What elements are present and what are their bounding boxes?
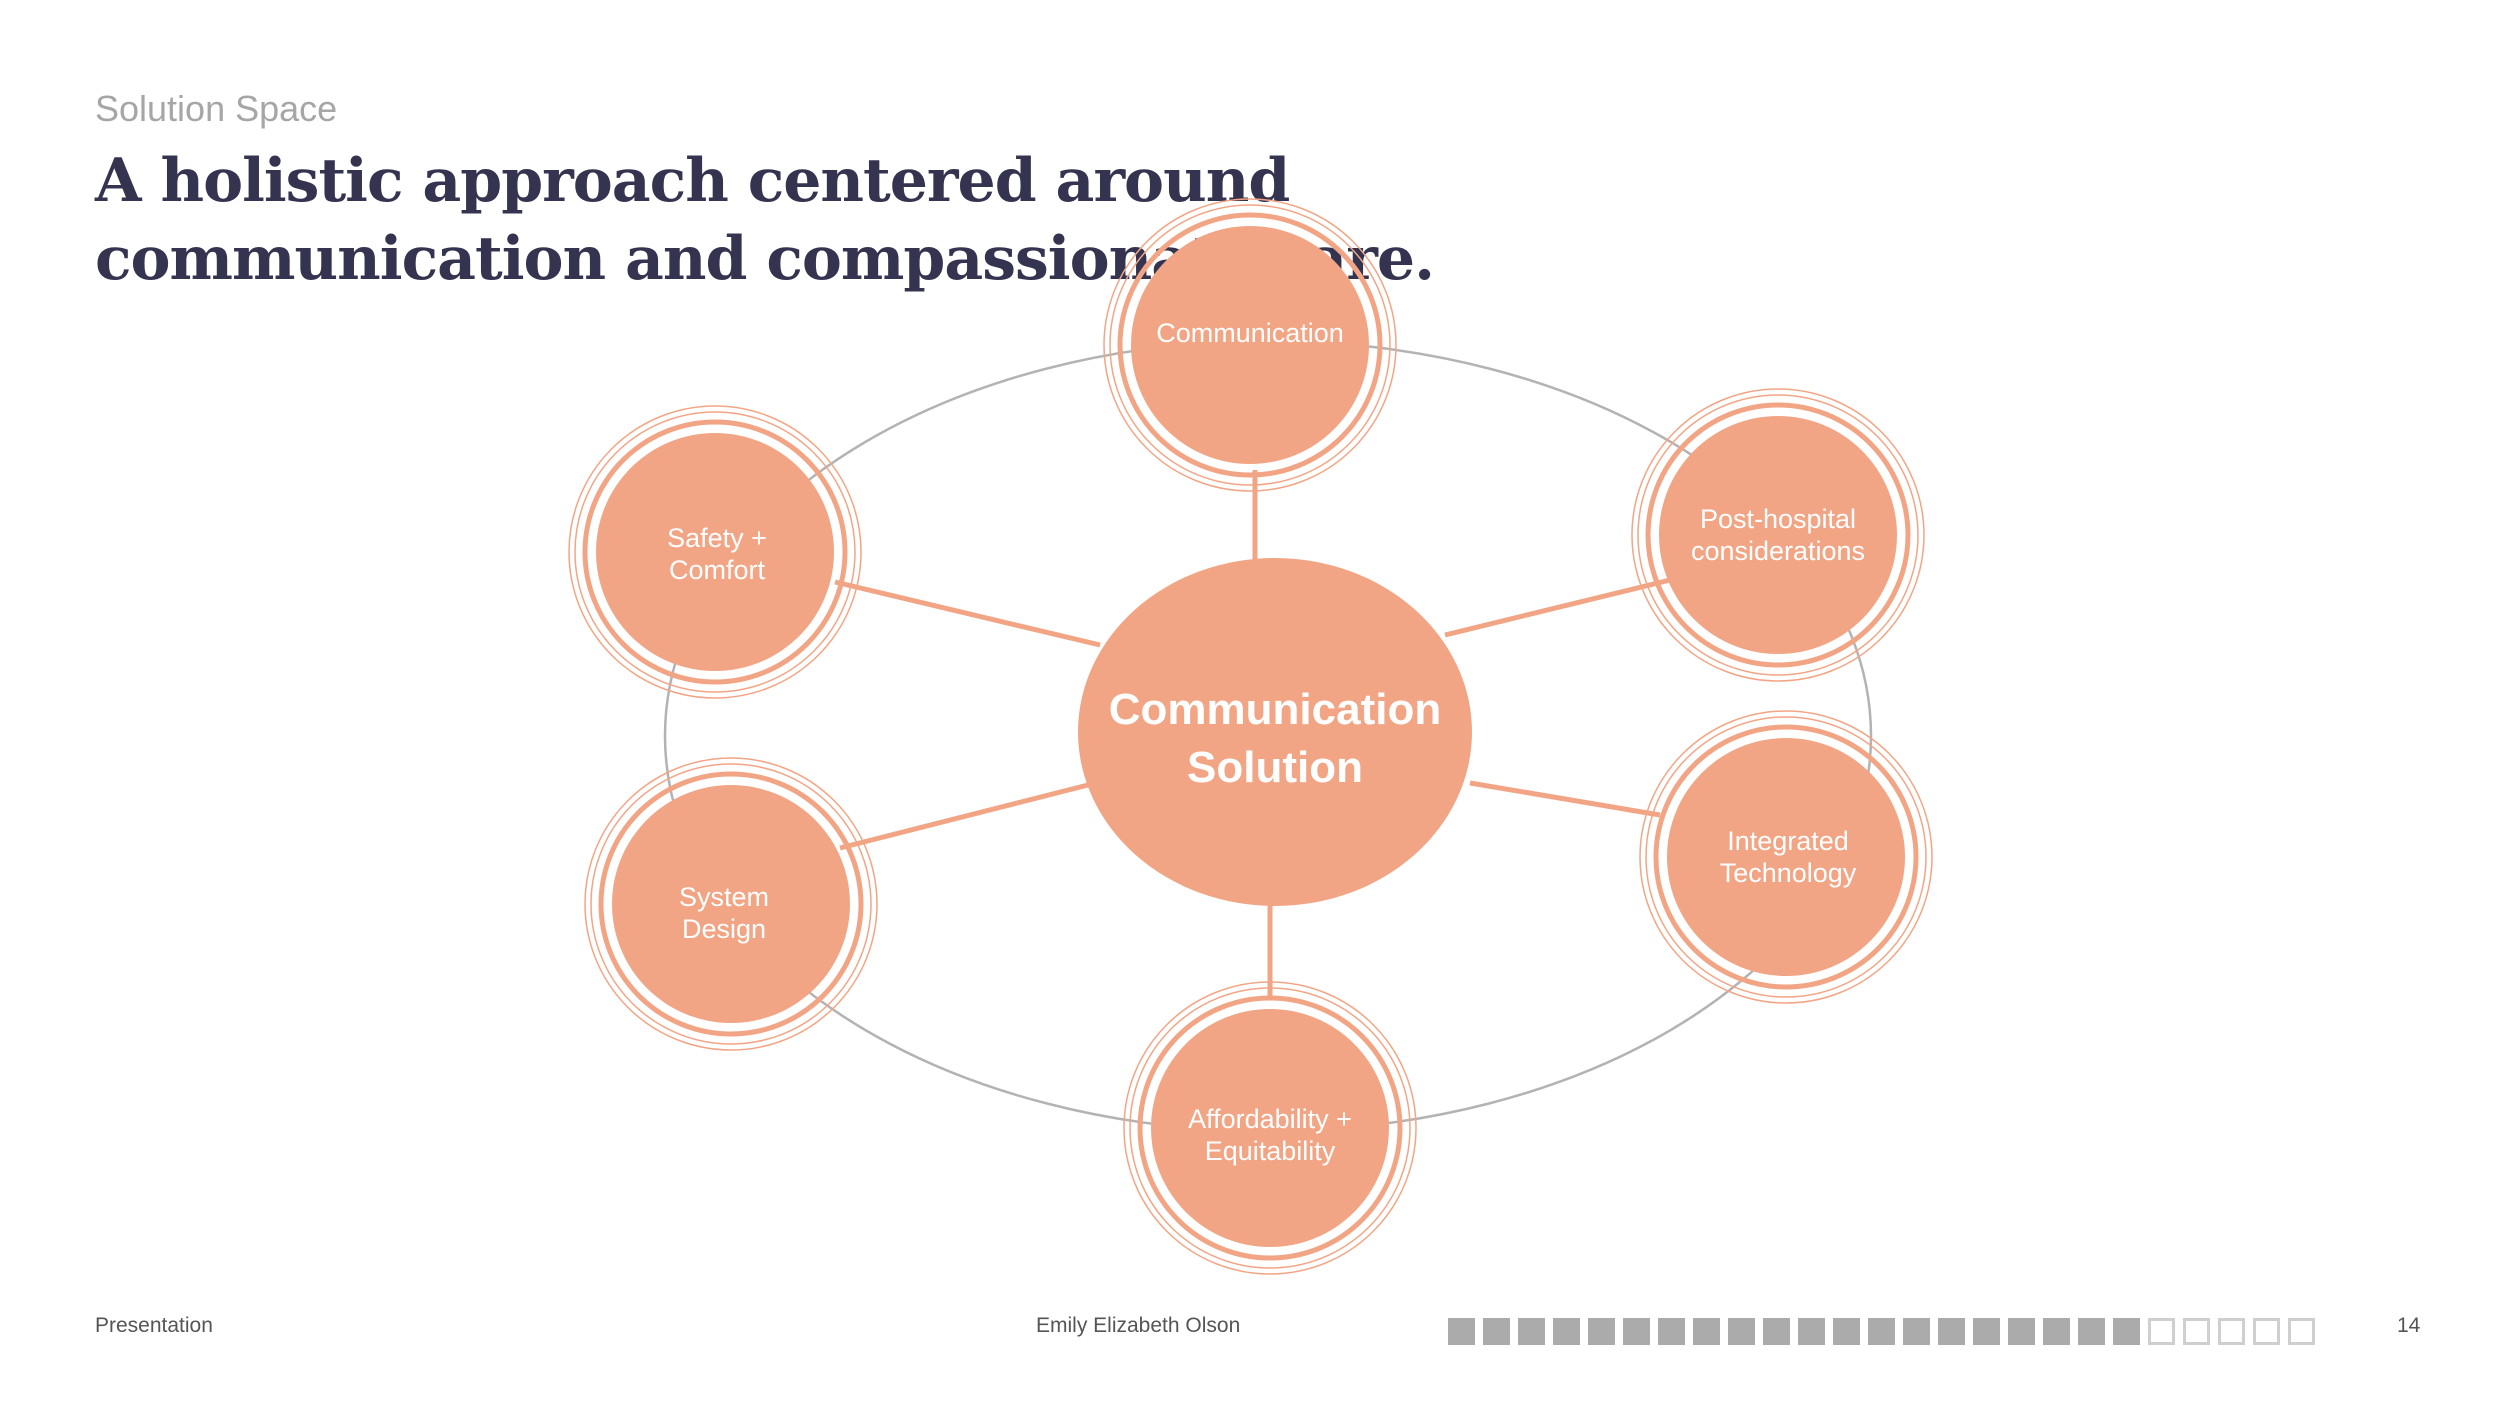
- node-communication: Communication: [1103, 198, 1397, 492]
- progress-square: [1658, 1318, 1685, 1345]
- progress-square: [1728, 1318, 1755, 1345]
- node-integrated-technology-label-1: Integrated: [1727, 826, 1849, 856]
- progress-square: [2008, 1318, 2035, 1345]
- progress-square: [2218, 1318, 2245, 1345]
- node-safety-comfort-label-1: Safety +: [667, 523, 767, 553]
- node-affordability: Affordability + Equitability: [1123, 981, 1417, 1275]
- progress-square: [1588, 1318, 1615, 1345]
- node-integrated-technology-label-2: Technology: [1720, 858, 1857, 888]
- progress-square: [1798, 1318, 1825, 1345]
- center-hub-label-2: Solution: [1187, 743, 1363, 792]
- progress-square: [1448, 1318, 1475, 1345]
- center-hub-label-1: Communication: [1109, 685, 1441, 734]
- node-system-design-label-1: System: [679, 882, 769, 912]
- center-hub: Communication Solution: [1078, 558, 1472, 906]
- footer-author: Emily Elizabeth Olson: [1036, 1314, 1241, 1337]
- node-integrated-technology: Integrated Technology: [1639, 710, 1933, 1004]
- footer-presentation-label: Presentation: [95, 1314, 213, 1337]
- spoke-integrated-technology: [1469, 780, 1661, 818]
- progress-square: [2288, 1318, 2315, 1345]
- progress-square: [2043, 1318, 2070, 1345]
- node-communication-label: Communication: [1156, 318, 1344, 348]
- spoke-system-design: [839, 782, 1089, 851]
- progress-square: [1938, 1318, 1965, 1345]
- node-safety-comfort: Safety + Comfort: [568, 405, 862, 699]
- node-affordability-label-2: Equitability: [1205, 1136, 1336, 1166]
- spoke-safety-comfort: [834, 579, 1101, 648]
- node-post-hospital-label-1: Post-hospital: [1700, 504, 1856, 534]
- progress-square: [1903, 1318, 1930, 1345]
- progress-square: [1763, 1318, 1790, 1345]
- progress-square: [1553, 1318, 1580, 1345]
- progress-square: [2183, 1318, 2210, 1345]
- progress-square: [1518, 1318, 1545, 1345]
- node-system-design-label-2: Design: [682, 914, 766, 944]
- node-post-hospital: Post-hospital considerations: [1631, 388, 1925, 682]
- node-safety-comfort-label-2: Comfort: [669, 555, 766, 585]
- progress-square: [2253, 1318, 2280, 1345]
- page-number: 14: [2397, 1314, 2421, 1337]
- progress-square: [2078, 1318, 2105, 1345]
- progress-square: [1623, 1318, 1650, 1345]
- spoke-post-hospital: [1444, 577, 1671, 638]
- progress-square: [1483, 1318, 1510, 1345]
- section-eyebrow: Solution Space: [95, 88, 338, 129]
- progress-square: [1693, 1318, 1720, 1345]
- progress-square: [1833, 1318, 1860, 1345]
- node-post-hospital-label-2: considerations: [1691, 536, 1865, 566]
- progress-square: [2148, 1318, 2175, 1345]
- progress-square: [2113, 1318, 2140, 1345]
- node-affordability-label-1: Affordability +: [1188, 1104, 1352, 1134]
- progress-square: [1973, 1318, 2000, 1345]
- progress-square: [1868, 1318, 1895, 1345]
- slide-progress-indicator: [1448, 1318, 2315, 1345]
- node-system-design: System Design: [584, 757, 878, 1051]
